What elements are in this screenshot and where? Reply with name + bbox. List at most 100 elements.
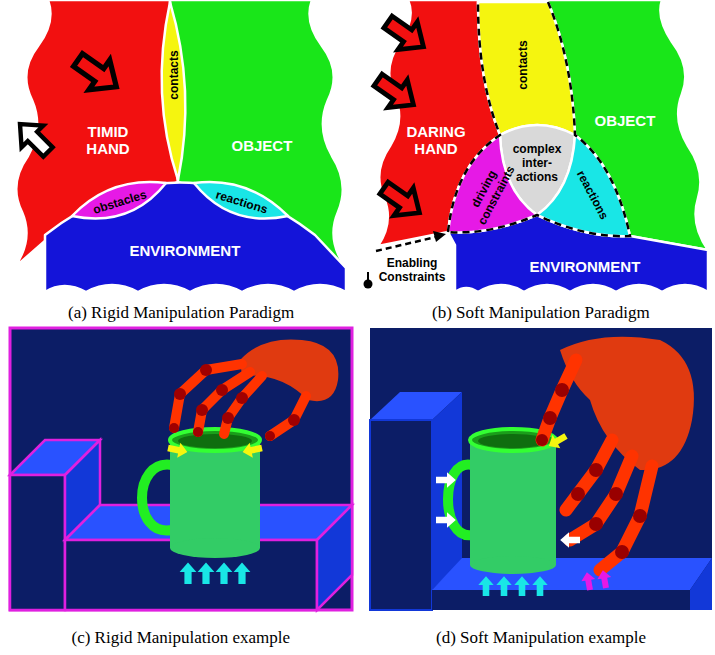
hand-part-part [236,392,248,404]
force-arrows-part [198,562,215,584]
hand-part-part [288,414,300,426]
soft-example-scene-part [432,590,690,610]
object-region-label: OBJECT [232,137,293,154]
subfigure-caption: (a) Rigid Manipulation Paradigm [68,303,294,323]
force-arrows [436,429,613,596]
mug-part [178,434,252,448]
region-text: OBJECT [595,112,656,129]
mug-part [170,440,260,548]
inward-arrow [374,174,429,226]
hand [536,337,694,570]
hand-part-part [200,364,212,376]
complex-interactions-label: complex inter- actions [509,142,565,184]
force-arrows-part [216,562,233,584]
hand-part-part [196,404,208,416]
region-text: TIMID HAND [72,123,144,157]
hand-part-part [174,388,186,400]
environment-region-label: ENVIRONMENT [130,242,241,259]
hand-part-part [615,545,629,559]
contacts-lens-label: contacts [166,50,180,99]
mug-part [142,465,172,531]
hand-part-part [222,412,234,424]
region-text: complex inter- actions [509,142,565,184]
hand-part [174,364,306,436]
environment-region [45,183,346,293]
annotation: Enabling Constraints [372,256,452,284]
force-arrows-part [560,532,580,547]
region-text: DARING HAND [399,123,473,157]
hand-part-part [633,509,647,523]
enabling-pointer-part [376,237,436,251]
force-arrows-part [241,440,264,459]
hand-part [542,360,652,570]
subfigure-caption: (d) Soft Manipulation example [436,628,646,648]
mug-part [470,440,556,565]
subfigure-caption: (b) Soft Manipulation Paradigm [432,303,650,323]
contacts-lens [162,2,186,180]
hand-part-part [265,431,275,441]
hand-part-part [542,360,576,440]
soft-example-scene-part [370,420,432,610]
soft-example-scene-part [690,558,712,610]
soft-example-scene-part [370,328,712,610]
contacts-lens-label: contacts [515,40,529,89]
force-arrows-part [436,472,456,487]
label-text: Enabling Constraints [372,256,452,284]
force-arrows-part [514,576,529,596]
rigid-example-scene-part [317,505,352,610]
mug [448,429,556,574]
hand-part-part [609,487,623,501]
hand [169,339,338,441]
hand-part-part [570,456,632,540]
region-text: OBJECT [232,137,293,154]
force-arrows [166,440,263,584]
hand-part-part [216,384,228,396]
reactions-lens [194,182,288,219]
inward-arrow [378,8,433,60]
force-arrows-part [478,576,493,596]
hand-part-part [169,423,179,433]
hand-part-part [193,427,203,437]
label-text: (a) Rigid Manipulation Paradigm [68,303,294,323]
hand-part-part [224,376,262,434]
hand-part-part [174,364,242,428]
enabling-pointer-part [364,280,373,289]
hand-part-part [536,434,548,446]
hand-part [240,339,338,401]
region-text: ENVIRONMENT [530,258,641,275]
environment-region-label: ENVIRONMENT [530,258,641,275]
hand-part-part [555,383,569,397]
soft-example-scene [370,328,712,610]
hand-part [536,383,647,559]
force-arrows-part [234,562,251,584]
obstacles-lens [72,182,166,219]
mug-part [448,465,472,536]
hand-part [169,364,300,441]
object-region-label: OBJECT [595,112,656,129]
hand-region-label: TIMID HAND [72,123,144,157]
force-arrows-part [532,576,547,596]
inward-arrow [368,66,423,118]
hand-part-part [571,487,585,501]
force-arrows-part [545,429,570,452]
hand-part-part [543,411,557,425]
force-arrows-part [596,569,613,589]
enabling-pointer-part [433,231,446,242]
region-text: ENVIRONMENT [130,242,241,259]
mug [142,429,260,558]
hand-region-label: DARING HAND [399,123,473,157]
force-arrows-part [180,562,197,584]
subfigure-caption: (c) Rigid Manipulation example [72,628,291,648]
force-arrows-part [496,576,511,596]
label-text: (d) Soft Manipulation example [436,628,646,648]
region-text: contacts [515,40,529,89]
hand-part-part [270,396,306,436]
mug-part [478,434,548,448]
hand-part-part [589,463,603,477]
mug-part [470,556,556,574]
rigid-example-scene-part [10,328,352,610]
hand-part-part [600,466,652,570]
label-text: (b) Soft Manipulation Paradigm [432,303,650,323]
